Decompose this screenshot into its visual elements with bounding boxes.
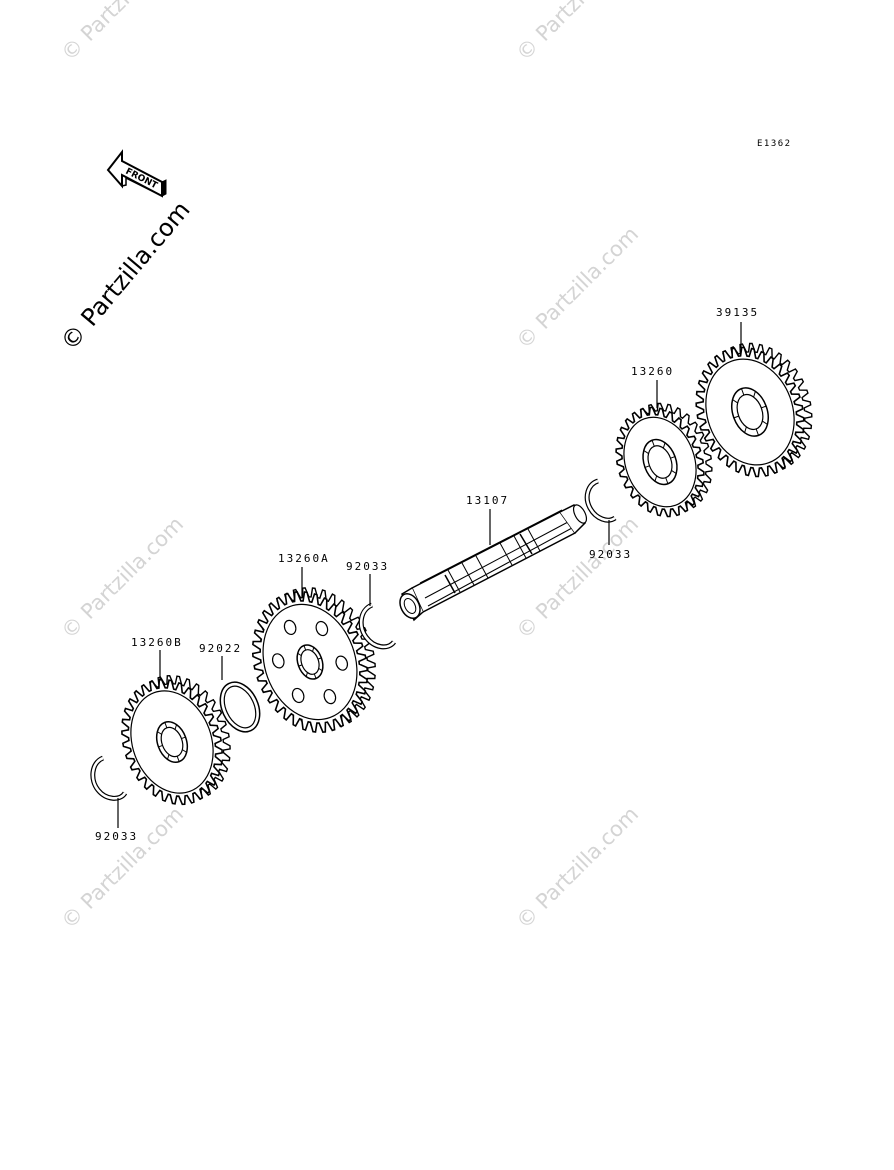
label-92033-mid[interactable]: 92033 (346, 560, 389, 573)
washer-92022[interactable] (213, 676, 268, 738)
gear-13260[interactable] (612, 402, 713, 518)
watermarks: © Partzilla.com © Partzilla.com © Partzi… (57, 0, 644, 934)
gears-layer (117, 342, 813, 806)
label-13260[interactable]: 13260 (631, 365, 674, 378)
label-13107[interactable]: 13107 (466, 494, 509, 507)
label-92022[interactable]: 92022 (199, 642, 242, 655)
label-39135[interactable]: 39135 (716, 306, 759, 319)
watermark-text: © Partzilla.com (57, 802, 189, 934)
gear-13260B[interactable] (117, 674, 231, 806)
watermark-text: © Partzilla.com (512, 0, 644, 66)
leader-lines (117, 322, 742, 828)
watermark-text: © Partzilla.com (57, 512, 189, 644)
watermark-dark: © Partzilla.com (55, 196, 195, 356)
part-labels: 39135 13260 92033 13107 92033 13260A 920… (95, 306, 759, 843)
label-92033-right[interactable]: 92033 (589, 548, 632, 561)
front-arrow-icon: FRONT (106, 149, 167, 198)
watermark-text: © Partzilla.com (512, 222, 644, 354)
watermark-text: © Partzilla.com (512, 802, 644, 934)
diagram-code: E1362 (757, 139, 792, 149)
circlip-92033-left[interactable] (90, 755, 128, 801)
label-13260A[interactable]: 13260A (278, 552, 330, 565)
gear-13260A[interactable] (247, 587, 376, 733)
label-13260B[interactable]: 13260B (131, 636, 183, 649)
label-92033-left[interactable]: 92033 (95, 830, 138, 843)
circlip-92033-mid[interactable] (358, 602, 396, 650)
circlip-92033-right[interactable] (584, 478, 617, 523)
watermark-text: © Partzilla.com (57, 0, 189, 66)
shaft-13107[interactable] (396, 503, 589, 622)
gear-39135[interactable] (691, 342, 813, 478)
